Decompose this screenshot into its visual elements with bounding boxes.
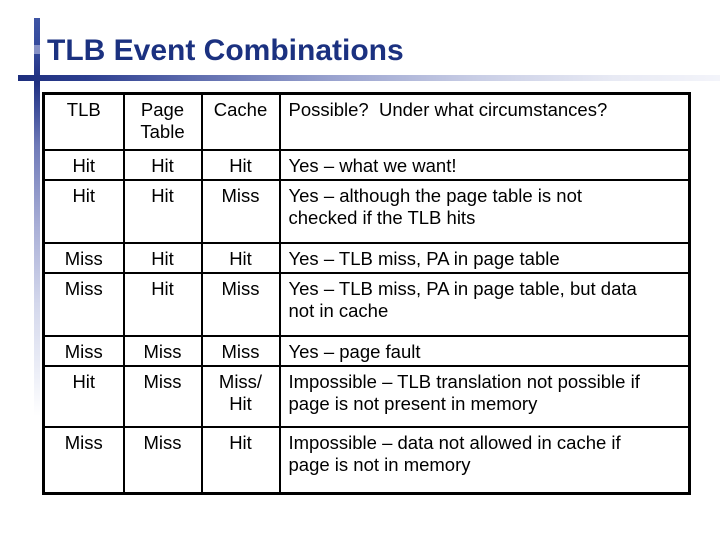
cell-tlb: Miss (42, 426, 125, 495)
cell-page-table: Miss (122, 365, 203, 429)
cell-tlb: Miss (42, 241, 125, 274)
cell-page-table: Hit (122, 271, 203, 337)
cell-tlb: Miss (42, 271, 125, 337)
cell-cache: Miss (200, 271, 281, 337)
cell-cache: Hit (200, 426, 281, 495)
cell-page-table: Hit (122, 178, 203, 244)
cell-tlb: Miss (42, 334, 125, 368)
cell-cache: Hit (200, 148, 281, 181)
cell-page-table: Hit (122, 241, 203, 274)
cell-possible: Yes – page fault (278, 334, 691, 368)
cell-tlb: Hit (42, 148, 125, 181)
cell-tlb: Hit (42, 365, 125, 429)
cell-tlb: Hit (42, 178, 125, 244)
col-header-possible: Possible? Under what circumstances? (278, 92, 691, 151)
col-header-cache: Cache (200, 92, 281, 151)
slide-title: TLB Event Combinations (47, 34, 404, 67)
table-row: Hit Hit Miss Yes – although the page tab… (42, 178, 691, 244)
cell-possible: Yes – TLB miss, PA in page table (278, 241, 691, 274)
col-header-page-table: Page Table (122, 92, 203, 151)
table-row: Miss Hit Miss Yes – TLB miss, PA in page… (42, 271, 691, 337)
cell-page-table: Miss (122, 426, 203, 495)
tlb-event-table: TLB Page Table Cache Possible? Under wha… (42, 92, 691, 495)
col-header-tlb: TLB (42, 92, 125, 151)
decor-vertical-accent-line (34, 18, 40, 416)
cell-possible: Yes – what we want! (278, 148, 691, 181)
table-row: Miss Hit Hit Yes – TLB miss, PA in page … (42, 241, 691, 274)
cell-cache: Miss/ Hit (200, 365, 281, 429)
decor-vline-notch (34, 45, 40, 54)
cell-possible: Yes – although the page table is not che… (278, 178, 691, 244)
cell-cache: Miss (200, 178, 281, 244)
cell-possible: Yes – TLB miss, PA in page table, but da… (278, 271, 691, 337)
cell-possible: Impossible – data not allowed in cache i… (278, 426, 691, 495)
table-row: Hit Hit Hit Yes – what we want! (42, 148, 691, 181)
cell-page-table: Hit (122, 148, 203, 181)
table-header-row: TLB Page Table Cache Possible? Under wha… (42, 92, 691, 151)
table-row: Miss Miss Hit Impossible – data not allo… (42, 426, 691, 495)
table-row: Hit Miss Miss/ Hit Impossible – TLB tran… (42, 365, 691, 429)
cell-page-table: Miss (122, 334, 203, 368)
cell-cache: Hit (200, 241, 281, 274)
decor-horizontal-accent-line (18, 75, 720, 81)
cell-possible: Impossible – TLB translation not possibl… (278, 365, 691, 429)
table-row: Miss Miss Miss Yes – page fault (42, 334, 691, 368)
cell-cache: Miss (200, 334, 281, 368)
